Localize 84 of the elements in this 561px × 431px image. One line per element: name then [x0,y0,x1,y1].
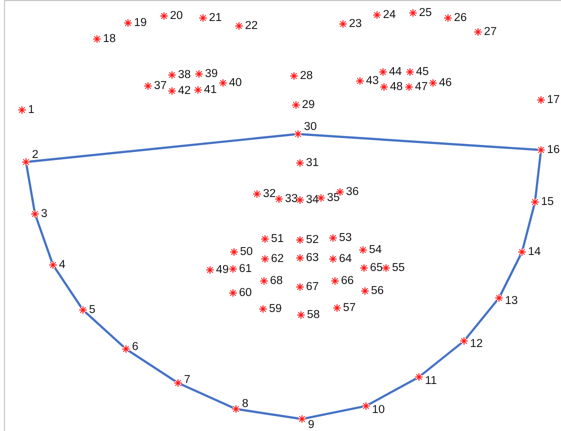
outline-line [26,165,36,211]
point-number: 56 [371,285,384,297]
outline-line [301,133,538,151]
point-number: 64 [339,253,352,265]
point-number: 15 [541,196,554,208]
point-number: 50 [240,246,253,258]
point-number: 65 [370,262,383,274]
point-number: 32 [263,188,276,200]
point-number: 47 [415,81,428,93]
point-number: 2 [32,149,38,161]
point-number: 14 [528,246,541,258]
point-number: 8 [242,398,248,410]
outline-line [35,216,53,262]
point-number: 33 [285,193,298,205]
point-number: 1 [28,104,34,116]
point-number: 46 [439,77,452,89]
point-number: 17 [547,94,560,106]
point-number: 12 [470,338,483,350]
outline-line [522,205,536,249]
outline-line [534,153,542,199]
point-number: 42 [178,85,191,97]
point-number: 67 [306,281,319,293]
outline-line [128,350,176,382]
point-number: 38 [178,69,191,81]
point-number: 31 [306,157,319,169]
outline-line [500,254,522,296]
point-number: 9 [308,419,314,431]
point-number: 22 [245,20,258,32]
point-number: 7 [184,374,190,386]
point-number: 43 [366,75,379,87]
point-number: 11 [425,375,437,387]
outline-line [180,383,234,409]
point-number: 30 [304,121,317,133]
point-number: 36 [346,186,359,198]
outline-line [368,378,416,406]
point-number: 62 [271,253,284,265]
point-number: 29 [302,99,315,111]
outline-line [84,312,124,348]
outline-line [421,342,462,376]
point-number: 27 [484,26,497,38]
point-number: 10 [372,404,385,416]
point-number: 60 [239,287,252,299]
point-number: 3 [41,208,48,220]
point-number: 58 [307,309,320,321]
point-number: 54 [369,244,382,256]
point-number: 21 [209,12,222,24]
outline-line [29,133,295,163]
point-number: 16 [547,144,560,156]
point-number: 48 [390,81,403,93]
point-number: 28 [300,70,313,82]
point-number: 34 [306,194,319,206]
point-number: 6 [132,341,138,353]
point-number: 18 [103,33,116,45]
outline-line [54,267,82,308]
point-number: 5 [89,304,96,316]
point-number: 35 [327,192,340,204]
point-number: 63 [306,252,319,264]
point-number: 24 [383,9,396,21]
point-number: 59 [269,303,282,315]
point-number: 66 [341,275,354,287]
outline-line [305,406,363,420]
point-number: 26 [454,12,467,24]
point-number: 13 [505,295,518,307]
point-number: 55 [392,262,405,274]
outline-line [465,300,498,339]
point-number: 68 [270,275,283,287]
point-number: 37 [154,80,167,92]
point-number: 20 [170,10,183,22]
point-number: 39 [205,68,218,80]
point-number: 49 [216,264,229,276]
point-number: 41 [204,84,217,96]
point-number: 4 [59,259,66,271]
point-number: 40 [229,77,242,89]
point-number: 52 [306,234,319,246]
point-number: 57 [343,302,356,314]
point-number: 25 [419,7,432,19]
outline-line [239,408,299,420]
point-number: 51 [271,233,284,245]
point-number: 45 [416,66,429,78]
point-number: 19 [134,17,147,29]
point-number: 61 [239,263,252,275]
point-number: 44 [389,66,402,78]
point-number: 53 [339,232,352,244]
point-number: 23 [349,18,362,30]
